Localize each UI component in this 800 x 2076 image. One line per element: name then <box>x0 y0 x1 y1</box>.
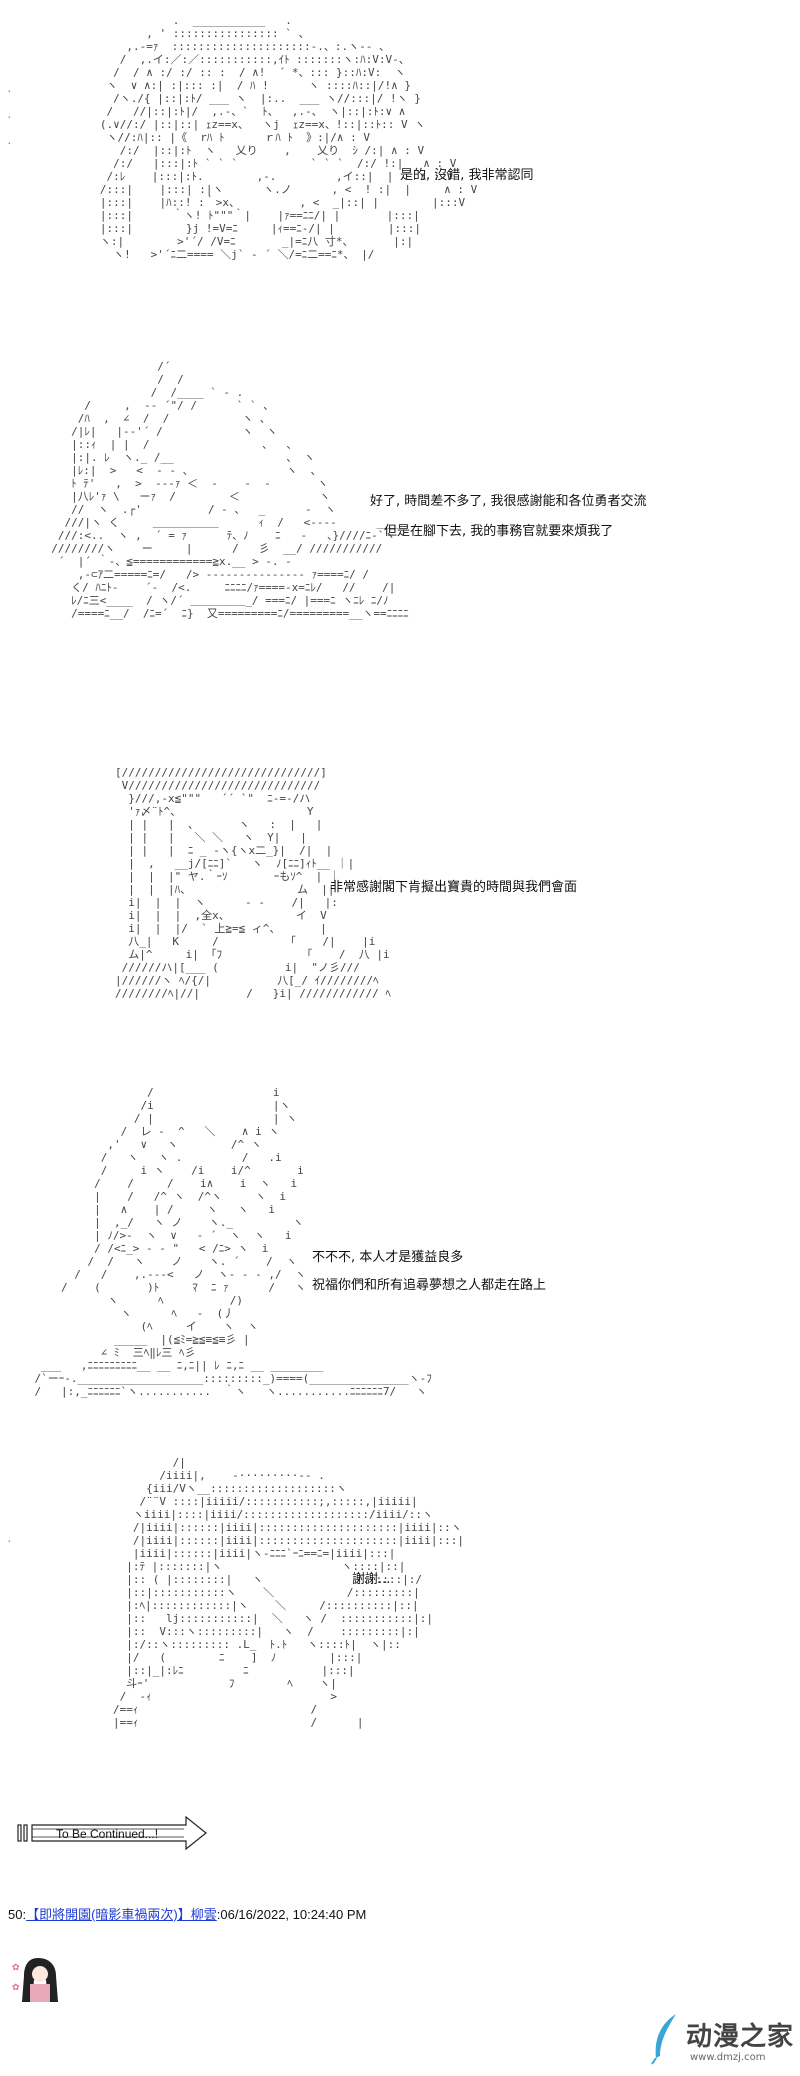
ascii-art-character-2: /´ / / / /____ ` - . / , -‐ ´"/ / ` ` 、 … <box>51 360 409 620</box>
ascii-art-character-5: /| /iiii|, -·········-- . {iii/Vヽ__:::::… <box>112 1456 464 1729</box>
post-timestamp: :06/16/2022, 10:24:40 PM <box>216 1907 367 1922</box>
dialogue-line-2a: 好了, 時間差不多了, 我很感謝能和各位勇者交流 <box>370 494 647 509</box>
ascii-art-character-4: / i /i |ヽ / | | ヽ / レ ‐ ^ ＼ ∧ i ヽ ,' ∨ ヽ… <box>34 1086 432 1398</box>
post-header: 50:【即將開園(暗影車禍兩次)】柳雲:06/16/2022, 10:24:40… <box>8 1904 366 1923</box>
watermark-url: www.dmzj.com <box>690 2052 766 2063</box>
arrow-icon <box>17 1815 207 1851</box>
to-be-continued-arrow: To Be Continued...! <box>16 1815 216 1855</box>
post-number: 50: <box>8 1907 27 1922</box>
panel-4: / i /i |ヽ / | | ヽ / レ ‐ ^ ＼ ∧ i ヽ ,' ∨ ヽ… <box>0 1080 800 1430</box>
left-margin-dot: . <box>6 1532 13 1545</box>
panel-3: [//////////////////////////////] V//////… <box>0 760 800 1060</box>
post-author-link[interactable]: 【即將開園(暗影車禍兩次)】柳雲 <box>26 1907 217 1922</box>
ascii-art-character-1: . ___________ . , ' :::::::::::::::: ` 、… <box>99 14 478 261</box>
dialogue-line-2b: 但是在腳下去, 我的事務官就要來煩我了 <box>384 524 614 539</box>
dialogue-line-5: 謝謝... <box>352 1572 391 1587</box>
panel-5: /| /iiii|, -·········-- . {iii/Vヽ__:::::… <box>0 1450 800 1790</box>
site-watermark: 动漫之家 www.dmzj.com <box>646 2010 796 2070</box>
panel-1: . ___________ . , ' :::::::::::::::: ` 、… <box>0 0 800 340</box>
avatar-image: ✿ ✿ <box>12 1958 58 2002</box>
dialogue-line-4b: 祝福你們和所有追尋夢想之人都走在路上 <box>312 1278 547 1293</box>
feather-logo-icon <box>651 2014 676 2065</box>
ascii-art-character-3: [//////////////////////////////] V//////… <box>114 766 391 1000</box>
left-margin-dots: ... <box>6 82 13 147</box>
watermark-text: 动漫之家 <box>686 2022 795 2052</box>
dialogue-line-3: 非常感謝閣下肯擬出寶貴的時間與我們會面 <box>330 880 578 895</box>
panel-2: /´ / / / /____ ` - . / , -‐ ´"/ / ` ` 、 … <box>0 350 800 730</box>
svg-text:✿: ✿ <box>12 1983 20 1993</box>
svg-text:✿: ✿ <box>12 1963 20 1973</box>
dialogue-line-1: 是的, 沒錯, 我非常認同 <box>400 168 534 183</box>
avatar: ✿ ✿ <box>10 1950 70 2010</box>
to-be-continued-label: To Be Continued...! <box>56 1827 159 1841</box>
dialogue-line-4a: 不不不, 本人才是獲益良多 <box>312 1250 464 1265</box>
